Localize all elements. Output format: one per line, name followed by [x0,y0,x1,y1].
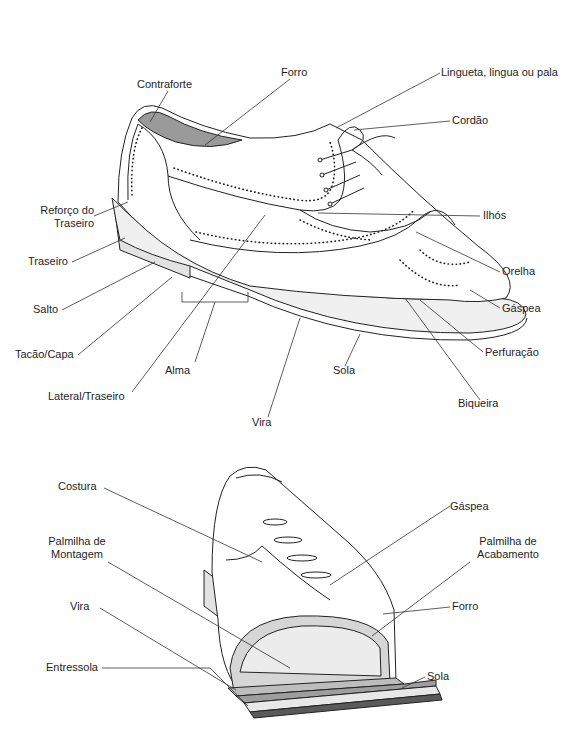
leader-line [132,215,265,392]
sole-layer [250,694,442,718]
eyelet [328,202,332,206]
part-label: Alma [165,364,190,377]
part-label: Sola [427,670,449,683]
eyelet [318,158,322,162]
part-label: Biqueira [458,397,498,410]
laces [263,519,331,578]
eyelet [324,188,328,192]
leader-line [330,506,450,585]
leader-lines [62,73,500,706]
part-label: Palmilha de Acabamento [468,535,548,561]
part-label: Lateral/Traseiro [48,390,125,403]
leader-line [104,488,262,562]
part-label: Gáspea [450,500,489,513]
leader-line [268,318,300,417]
bracket [182,292,248,362]
eyelet [320,173,324,177]
wing-seam [190,210,455,252]
leader-line [318,213,480,216]
lace [274,537,302,543]
shoe-upper [118,106,510,302]
leader-line [94,202,128,216]
leader-line [420,300,483,352]
heel-counter [128,124,200,240]
leader-line [416,232,500,272]
part-label: Vira [252,416,271,429]
shoe-upper [212,467,396,692]
perforation-dots [132,128,470,286]
leader-line [336,73,440,128]
part-label: Reforço do Traseiro [28,204,94,230]
bottom-shoe [204,467,442,718]
part-label: Lingueta, lingua ou pala [441,66,558,79]
eyelets [318,158,332,206]
part-label: Vira [70,600,89,613]
part-label: Orelha [502,265,535,278]
leader-line [78,277,172,355]
top-shoe [112,106,527,341]
part-label: Salto [33,303,58,316]
part-label: Entressola [46,661,98,674]
leader-line [405,298,480,400]
lace [301,572,331,578]
leader-line [345,334,360,366]
part-label: Costura [58,480,97,493]
lace [287,555,317,561]
leader-line [402,677,425,688]
part-label: Sola [333,364,355,377]
part-label: Palmilha de Montagem [42,535,112,561]
part-label: Forro [452,600,478,613]
shoe-opening [236,475,282,482]
quarter-seam [168,140,345,211]
part-label: Tacão/Capa [15,348,74,361]
part-label: Gáspea [502,302,541,315]
leader-line [354,121,450,130]
seam [226,546,330,600]
part-label: Contraforte [137,78,192,91]
laces [320,127,395,204]
part-label: Cordão [452,114,488,127]
leader-line [372,562,470,636]
shoe-opening [138,112,242,147]
part-label: Forro [281,66,307,79]
leader-line [150,91,168,122]
leader-line [205,79,290,145]
part-label: Ilhós [483,209,506,222]
leader-line [102,668,248,706]
leader-line [72,238,125,262]
lace [263,519,287,525]
leader-line [100,608,236,690]
part-label: Traseiro [28,255,68,268]
part-label: Perfuração [485,346,539,359]
leader-line [108,562,290,668]
leader-line [383,607,450,614]
leader-line [470,290,500,308]
